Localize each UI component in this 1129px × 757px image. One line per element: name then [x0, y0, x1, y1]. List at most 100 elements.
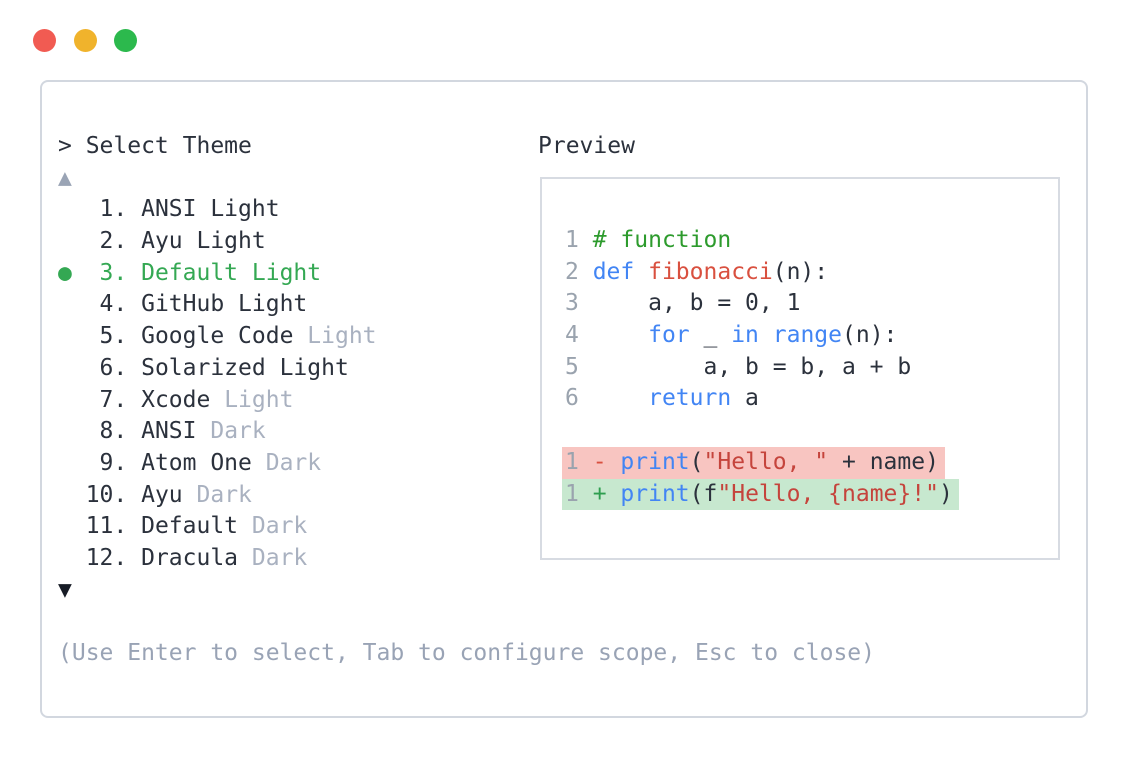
theme-list-item[interactable]: 6. Solarized Light	[58, 353, 875, 385]
code-line: 4 for _ in range(n):	[565, 320, 959, 352]
preview-label: Preview	[538, 133, 635, 159]
line-number: 1	[565, 480, 593, 507]
theme-name: ANSI Light	[141, 196, 280, 223]
theme-list-item[interactable]: 11. Default Dark	[58, 511, 875, 543]
diff-line-added: 1 + print(f"Hello, {name}!")	[562, 478, 959, 511]
code-token: (n):	[842, 322, 898, 349]
code-token: a, b = b, a + b	[592, 353, 912, 380]
gap	[183, 482, 197, 508]
code-token: (f	[689, 480, 718, 507]
code-token	[593, 322, 648, 348]
theme-list-item[interactable]: 1. ANSI Light	[58, 194, 875, 226]
code-token: in	[731, 322, 759, 349]
code-line: 3 a, b = 0, 1	[565, 288, 959, 320]
selection-indicator-slot	[58, 418, 86, 444]
theme-number: 6.	[85, 354, 142, 381]
gap	[238, 545, 252, 571]
selection-indicator-slot	[58, 323, 86, 349]
selection-indicator-slot	[58, 482, 86, 508]
code-token: for	[648, 322, 690, 349]
keyboard-hints: (Use Enter to select, Tab to configure s…	[58, 640, 875, 666]
code-token: print	[620, 448, 690, 475]
theme-name: Default Light	[141, 259, 322, 286]
code-token	[607, 481, 621, 507]
theme-name: Atom One	[141, 449, 252, 476]
theme-list-item[interactable]: 4. GitHub Light	[58, 289, 875, 321]
theme-variant: Light	[224, 386, 294, 413]
theme-name: ANSI	[141, 418, 197, 445]
selection-indicator-slot	[58, 387, 86, 413]
code-token: a	[731, 385, 759, 412]
selection-indicator-slot	[58, 513, 86, 539]
theme-picker-dialog: > Select Theme ▲ 1. ANSI Light 2. Ayu Li…	[40, 80, 1088, 718]
line-number: 2	[565, 258, 593, 285]
code-token	[607, 449, 621, 475]
selection-indicator-slot	[58, 450, 86, 476]
line-number: 6	[565, 385, 593, 412]
gap	[252, 450, 266, 476]
theme-list-item[interactable]: 9. Atom One Dark	[58, 448, 875, 480]
prompt: > Select Theme	[58, 133, 252, 159]
code-token: + name)	[828, 448, 939, 475]
code-token: (n):	[772, 258, 829, 285]
code-token	[759, 322, 773, 348]
code-token: # function	[592, 227, 732, 253]
theme-variant: Dark	[196, 481, 252, 508]
theme-number: 9.	[85, 449, 142, 476]
theme-list-item[interactable]: 2. Ayu Light	[58, 226, 875, 258]
theme-name: Solarized Light	[141, 354, 349, 381]
theme-variant: Dark	[265, 449, 322, 476]
theme-variant: Dark	[251, 544, 308, 571]
theme-variant: Dark	[251, 513, 308, 540]
theme-list-item[interactable]: 7. Xcode Light	[58, 385, 875, 417]
code-token: range	[772, 322, 842, 349]
theme-number: 10.	[85, 481, 142, 508]
theme-number: 7.	[85, 386, 142, 413]
theme-number: 4.	[85, 291, 142, 318]
code-token	[634, 259, 648, 285]
selection-indicator-slot	[58, 355, 86, 381]
code-token: def	[592, 258, 635, 285]
theme-name: Ayu	[141, 481, 183, 508]
selection-indicator-slot	[58, 545, 86, 571]
code-token: )	[938, 480, 953, 507]
theme-list-item[interactable]: 5. Google Code Light	[58, 321, 875, 353]
theme-list-item[interactable]: 8. ANSI Dark	[58, 416, 875, 448]
gap	[293, 323, 307, 349]
maximize-button[interactable]	[114, 29, 137, 52]
code-token: +	[592, 480, 607, 507]
spacer	[58, 606, 875, 638]
code-line: 1 # function	[565, 225, 959, 257]
code-line: 2 def fibonacci(n):	[565, 257, 959, 289]
scroll-down-icon[interactable]: ▼	[58, 576, 72, 603]
theme-number: 12.	[85, 544, 142, 571]
theme-variant: Light	[307, 323, 377, 350]
line-number	[565, 417, 593, 443]
theme-name: Dracula	[141, 544, 239, 571]
gap	[238, 513, 252, 539]
theme-variant: Dark	[210, 418, 266, 445]
theme-items: 1. ANSI Light 2. Ayu Light● 3. Default L…	[58, 194, 875, 574]
code-token: _	[689, 322, 732, 349]
selection-indicator-slot	[58, 196, 86, 222]
line-number: 1	[565, 227, 593, 253]
theme-name: Google Code	[141, 323, 294, 350]
line-number: 4	[565, 322, 593, 349]
theme-name: GitHub Light	[141, 291, 308, 318]
gap	[196, 418, 210, 444]
selection-indicator-slot	[58, 291, 86, 317]
code-line	[565, 415, 959, 447]
theme-list-item[interactable]: 12. Dracula Dark	[58, 543, 875, 575]
theme-number: 1.	[85, 196, 142, 223]
theme-list-item[interactable]: 10. Ayu Dark	[58, 480, 875, 512]
line-number: 5	[565, 353, 593, 380]
code-token: "Hello, {name}!"	[717, 480, 939, 507]
diff-line-removed: 1 - print("Hello, " + name)	[562, 446, 945, 479]
theme-name: Xcode	[141, 386, 211, 413]
theme-list-item[interactable]: ● 3. Default Light	[58, 258, 875, 290]
minimize-button[interactable]	[74, 29, 97, 52]
scroll-up-icon[interactable]: ▲	[58, 164, 72, 191]
close-button[interactable]	[33, 29, 56, 52]
